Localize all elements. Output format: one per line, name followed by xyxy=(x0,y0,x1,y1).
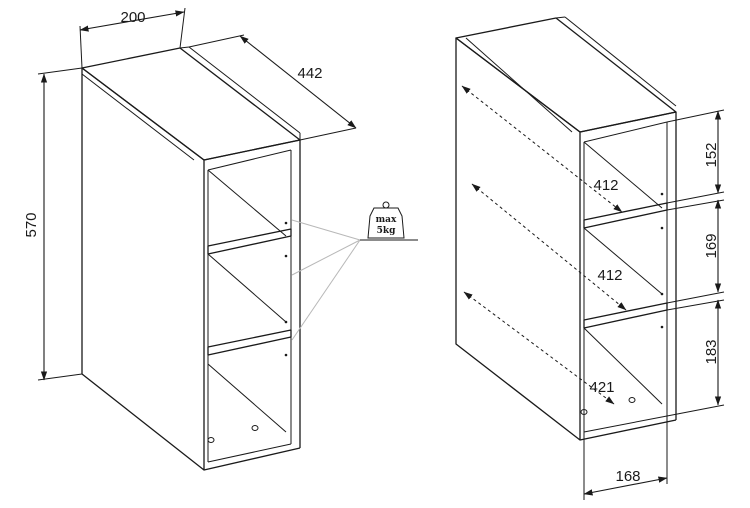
left-pin-3 xyxy=(284,320,288,324)
weight-icon-body xyxy=(367,207,405,239)
leader-line-2 xyxy=(291,239,361,276)
left-dimensions: 200 442 570 xyxy=(23,7,357,381)
left-top-seam xyxy=(188,46,301,134)
dim-ext-shelf1-top xyxy=(666,191,725,204)
dim-width-line xyxy=(79,10,185,32)
left-pin-2 xyxy=(284,254,288,258)
left-front-bottom xyxy=(203,447,301,471)
dim-ext-shelf2-bottom xyxy=(666,299,725,311)
left-shelf-1 xyxy=(207,228,292,255)
left-front-bottom-inner xyxy=(207,443,292,463)
dim-height-label: 570 xyxy=(23,212,40,237)
right-front-top-inner xyxy=(583,121,668,143)
right-side-panel xyxy=(455,37,581,441)
weight-icon-ring xyxy=(382,201,390,209)
right-top-seam xyxy=(564,16,677,107)
dim-shelf-depth-bottom-label: 421 xyxy=(589,379,614,396)
left-front-top xyxy=(203,139,301,161)
right-hinge-hole-1 xyxy=(580,409,588,415)
dim-shelf-depth-top-label: 412 xyxy=(593,177,618,194)
right-front-bottom-inner xyxy=(583,415,668,433)
left-hinge-hole-1 xyxy=(207,437,215,443)
dim-inner-width-label: 168 xyxy=(615,468,640,485)
right-hinge-hole-2 xyxy=(628,397,636,403)
dim-width-ext-left xyxy=(79,25,83,69)
dim-compartment-bottom-label: 183 xyxy=(703,339,720,364)
right-dimensions: 412 412 421 152 169 183 168 xyxy=(461,85,725,500)
dim-ext-bottom xyxy=(666,404,725,417)
left-pin-4 xyxy=(284,353,288,357)
dim-ext-shelf1-bottom xyxy=(666,199,725,211)
left-top-back-edge xyxy=(179,46,190,49)
right-shelf-2 xyxy=(583,302,668,329)
dim-height-ext-top xyxy=(37,67,83,75)
right-front-top xyxy=(579,111,677,133)
dim-compartment-middle-label: 169 xyxy=(703,233,720,258)
right-pin-2 xyxy=(660,226,664,230)
dim-ext-top xyxy=(666,109,725,123)
dim-height-ext-bottom xyxy=(37,373,83,381)
right-interior-edge-2 xyxy=(583,227,663,295)
right-top-back-edge xyxy=(555,16,566,19)
left-interior-edge-3 xyxy=(207,363,287,433)
left-top-panel xyxy=(81,47,301,161)
right-top-panel xyxy=(455,17,677,133)
left-interior-edge-2 xyxy=(207,253,287,323)
dim-depth-label: 442 xyxy=(297,65,322,82)
left-side-top-edge xyxy=(81,73,195,161)
dim-width-label: 200 xyxy=(120,9,145,26)
right-pin-4 xyxy=(660,325,664,329)
dim-shelf-depth-middle-line xyxy=(471,183,627,311)
right-cabinet xyxy=(455,16,677,441)
left-interior-edge-1 xyxy=(207,169,287,237)
right-pin-1 xyxy=(660,192,664,196)
dim-depth-ext-front xyxy=(299,127,357,141)
leader-line-1 xyxy=(291,219,361,241)
dim-shelf-depth-bottom-line xyxy=(463,291,615,405)
dim-shelf-depth-middle-label: 412 xyxy=(597,267,622,284)
left-side-panel xyxy=(81,67,205,471)
left-hinge-hole-2 xyxy=(251,425,259,431)
dim-depth-line xyxy=(239,35,357,129)
left-front-top-inner xyxy=(207,149,292,171)
weight-icon xyxy=(367,201,405,239)
dim-ext-shelf2-top xyxy=(666,291,725,304)
leader-line-3 xyxy=(291,239,361,341)
badge-line-weight: 5kg xyxy=(377,226,396,236)
dim-inner-width-line xyxy=(583,476,668,496)
load-badge: max 5kg xyxy=(291,201,418,341)
right-pin-3 xyxy=(660,292,664,296)
left-pin-1 xyxy=(284,221,288,225)
right-front-bottom xyxy=(579,419,677,441)
left-cabinet xyxy=(81,46,301,471)
dim-depth-ext-back xyxy=(188,34,245,48)
left-shelf-2 xyxy=(207,329,292,356)
dim-compartment-top-label: 152 xyxy=(703,142,720,167)
right-interior-edge-1 xyxy=(583,141,663,209)
badge-line-max: max xyxy=(376,215,397,225)
dim-width-ext-right xyxy=(179,7,186,49)
right-shelf-1 xyxy=(583,202,668,229)
